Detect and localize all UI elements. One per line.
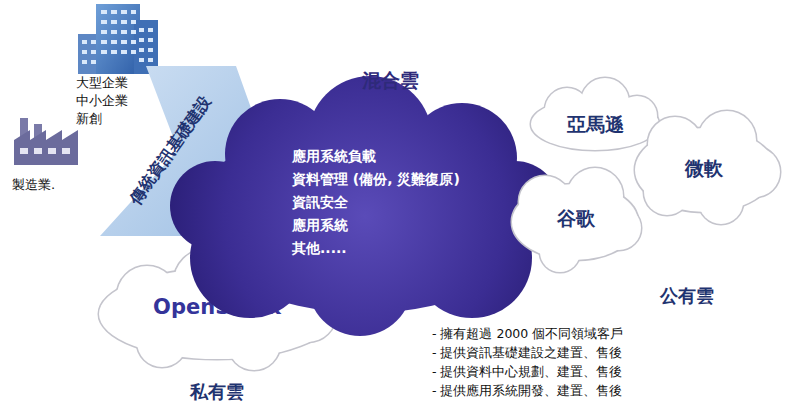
office-buildings <box>78 4 158 74</box>
cloud-lobe <box>280 286 336 342</box>
building <box>134 20 158 74</box>
segment-label: 新創 <box>76 110 102 128</box>
cloud-fill <box>170 76 560 336</box>
provider-name: 亞馬遜 <box>525 112 665 138</box>
cloud-lobe <box>597 206 641 250</box>
note-line: - 提供資料中心規劃、建置、售後 <box>432 364 622 381</box>
hybrid-cloud: 混合雲應用系統負載資料管理 (備份, 災難復原) 資訊安全應用系統其他..... <box>170 66 570 341</box>
cloud-lobe <box>170 161 260 251</box>
cloud-item: 資料管理 (備份, 災難復原) <box>292 171 522 189</box>
note-line: - 提供資訊基礎建設之建置、售後 <box>432 345 622 362</box>
cloud-lobe <box>644 169 690 215</box>
segment-label: 中小企業 <box>76 92 128 110</box>
building <box>96 4 140 74</box>
cloud-lobe <box>597 206 641 250</box>
cloud-item: 其他..... <box>292 240 522 258</box>
group-label: 私有雲 <box>190 380 244 404</box>
segment-label: 大型企業 <box>76 74 128 92</box>
public-cloud: 微軟 <box>625 110 783 222</box>
cloud-item: 應用系統負載 <box>292 148 522 166</box>
cloud-shape <box>170 66 570 341</box>
segment-label: 製造業. <box>12 176 55 194</box>
provider-name: 微軟 <box>625 156 783 182</box>
factory-icon <box>14 118 78 165</box>
cloud-lobe <box>540 232 580 272</box>
cloud-lobe <box>137 317 187 367</box>
cloud-lobe <box>540 232 580 272</box>
cloud-item: 資訊安全 <box>292 194 522 212</box>
building-windows <box>82 10 153 64</box>
cloud-lobe <box>280 286 336 342</box>
cloud-lobe <box>644 169 690 215</box>
note-line: - 提供應用系統開發、建置、售後 <box>432 383 622 400</box>
provider-name: 谷歌 <box>505 206 647 232</box>
cloud-lobe <box>137 317 187 367</box>
note-line: - 擁有超過 2000 個不同領域客戶 <box>432 326 623 343</box>
cloud-lobe <box>228 318 280 370</box>
cloud-item: 應用系統 <box>292 217 522 235</box>
group-label: 公有雲 <box>660 284 714 308</box>
cloud-heading: 混合雲 <box>335 68 445 94</box>
factory-windows <box>20 148 70 154</box>
cloud-lobe <box>228 318 280 370</box>
cloud-lobe <box>699 180 743 224</box>
public-cloud: 亞馬遜 <box>525 80 665 152</box>
cloud-lobe <box>699 180 743 224</box>
public-cloud: 谷歌 <box>505 166 647 272</box>
factory-body <box>14 130 78 165</box>
